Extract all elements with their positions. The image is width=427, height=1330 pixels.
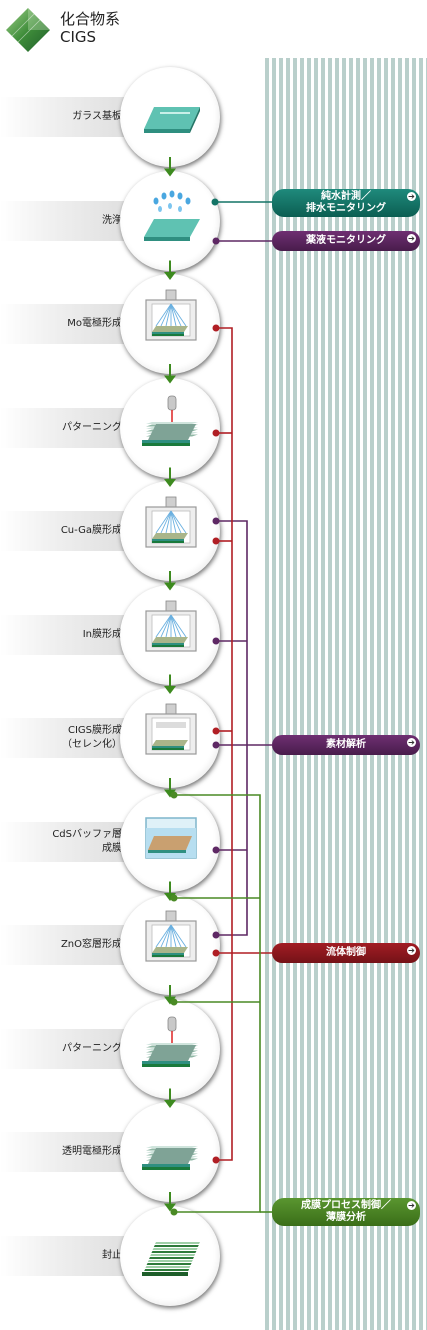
step-label: ZnO窓層形成: [61, 925, 122, 965]
step-label: Mo電極形成: [67, 304, 122, 344]
sputter-chamber-icon: [145, 910, 197, 962]
flow-arrow-head: [164, 168, 176, 177]
flow-arrow-head: [164, 996, 176, 1005]
arrow-right-icon[interactable]: ➔: [407, 1201, 416, 1210]
selenization-chamber-icon: [145, 703, 197, 755]
green-diamond-logo-icon: [6, 8, 50, 52]
arrow-right-icon[interactable]: ➔: [407, 738, 416, 747]
process-step-circle: [120, 274, 220, 374]
step-label: パターニング: [62, 408, 122, 448]
process-step-circle: [120, 377, 220, 478]
step-label: ガラス基板: [72, 97, 122, 137]
system-label-pill[interactable]: 流体制御 ➔: [272, 943, 420, 963]
teal-connector-dot: [211, 198, 219, 206]
step-label-line: （セレン化）: [62, 739, 122, 750]
system-label-pill[interactable]: 純水計測／排水モニタリング ➔: [272, 189, 420, 217]
layered-stack-icon: [142, 1146, 198, 1170]
system-label-text: 純水計測／: [321, 191, 371, 202]
system-label-text: 流体制御: [326, 947, 366, 958]
step-label-line: 透明電極形成: [62, 1146, 122, 1157]
process-step-circle: [120, 481, 220, 581]
step-label-line: CIGS膜形成: [67, 725, 122, 736]
process-step-circle: [120, 895, 220, 995]
title-line-1: 化合物系: [60, 10, 121, 28]
step-label: パターニング: [62, 1029, 122, 1069]
arrow-right-icon[interactable]: ➔: [407, 946, 416, 955]
encapsulated-panel-icon: [142, 1241, 200, 1276]
process-step-circle: [120, 1102, 220, 1202]
process-step-circle: [120, 998, 220, 1099]
laser-patterning-icon: [142, 1016, 198, 1067]
sputter-chamber-icon: [145, 496, 197, 548]
process-step-circle: [120, 170, 220, 271]
system-label-text: 薬液モニタリング: [306, 235, 386, 246]
step-label: CIGS膜形成 （セレン化）: [62, 718, 122, 758]
sputter-chamber-icon: [145, 600, 197, 652]
step-label-line: Cu-Ga膜形成: [60, 525, 122, 536]
flow-arrow-head: [164, 1203, 176, 1212]
sputter-chamber-icon: [145, 289, 197, 341]
step-label-line: In膜形成: [82, 628, 122, 640]
system-label-text: 排水モニタリング: [306, 203, 386, 214]
step-label-line: 成膜: [102, 842, 122, 854]
cleaning-spray-icon: [144, 190, 200, 241]
step-label-line: ZnO窓層形成: [60, 939, 122, 950]
step-label-line: パターニング: [62, 421, 122, 433]
arrow-right-icon[interactable]: ➔: [407, 192, 416, 201]
system-label-text: 成膜プロセス制御／: [301, 1200, 391, 1211]
flow-arrow-head: [164, 375, 176, 384]
step-label-line: CdSバッファ層: [52, 828, 122, 840]
process-step-circle: [120, 1205, 220, 1306]
glass-plate-icon: [144, 107, 200, 133]
green-bus: [174, 794, 261, 1213]
step-label-line: 封止: [102, 1249, 122, 1261]
flow-arrow-head: [164, 686, 176, 694]
process-step-circle: [120, 688, 220, 788]
red-bus: [216, 327, 233, 1161]
title-line-2: CIGS: [60, 28, 97, 46]
flow-arrow-head: [164, 272, 176, 280]
system-label-text: 薄膜分析: [326, 1212, 366, 1223]
step-label: CdSバッファ層成膜: [52, 822, 122, 862]
step-label: Cu-Ga膜形成: [61, 511, 122, 551]
step-label: 透明電極形成: [62, 1132, 122, 1172]
process-step-circle: [120, 791, 220, 892]
header: 化合物系 CIGS: [4, 6, 204, 66]
system-label-pill[interactable]: 薬液モニタリング ➔: [272, 231, 420, 251]
step-label-line: パターニング: [62, 1042, 122, 1054]
step-label-line: Mo電極形成: [67, 318, 122, 329]
flow-arrow-head: [164, 789, 176, 798]
flow-arrow-head: [164, 479, 176, 487]
system-label-pill[interactable]: 素材解析 ➔: [272, 735, 420, 755]
step-label: 封止: [102, 1236, 122, 1276]
laser-patterning-icon: [142, 395, 198, 446]
system-label-pill[interactable]: 成膜プロセス制御／薄膜分析 ➔: [272, 1198, 420, 1226]
bath-deposition-icon: [145, 816, 197, 859]
step-label-line: 洗浄: [102, 214, 122, 226]
flow-arrow-head: [164, 582, 176, 591]
process-step-circle: [120, 584, 220, 685]
system-label-text: 素材解析: [326, 739, 366, 750]
step-label: 洗浄: [102, 201, 122, 241]
process-step-circle: [120, 67, 220, 167]
arrow-right-icon[interactable]: ➔: [407, 234, 416, 243]
step-label-line: ガラス基板: [72, 111, 122, 122]
step-label: In膜形成: [83, 615, 122, 655]
flow-arrow-head: [164, 1100, 176, 1108]
purple-connector-dot: [212, 237, 220, 245]
